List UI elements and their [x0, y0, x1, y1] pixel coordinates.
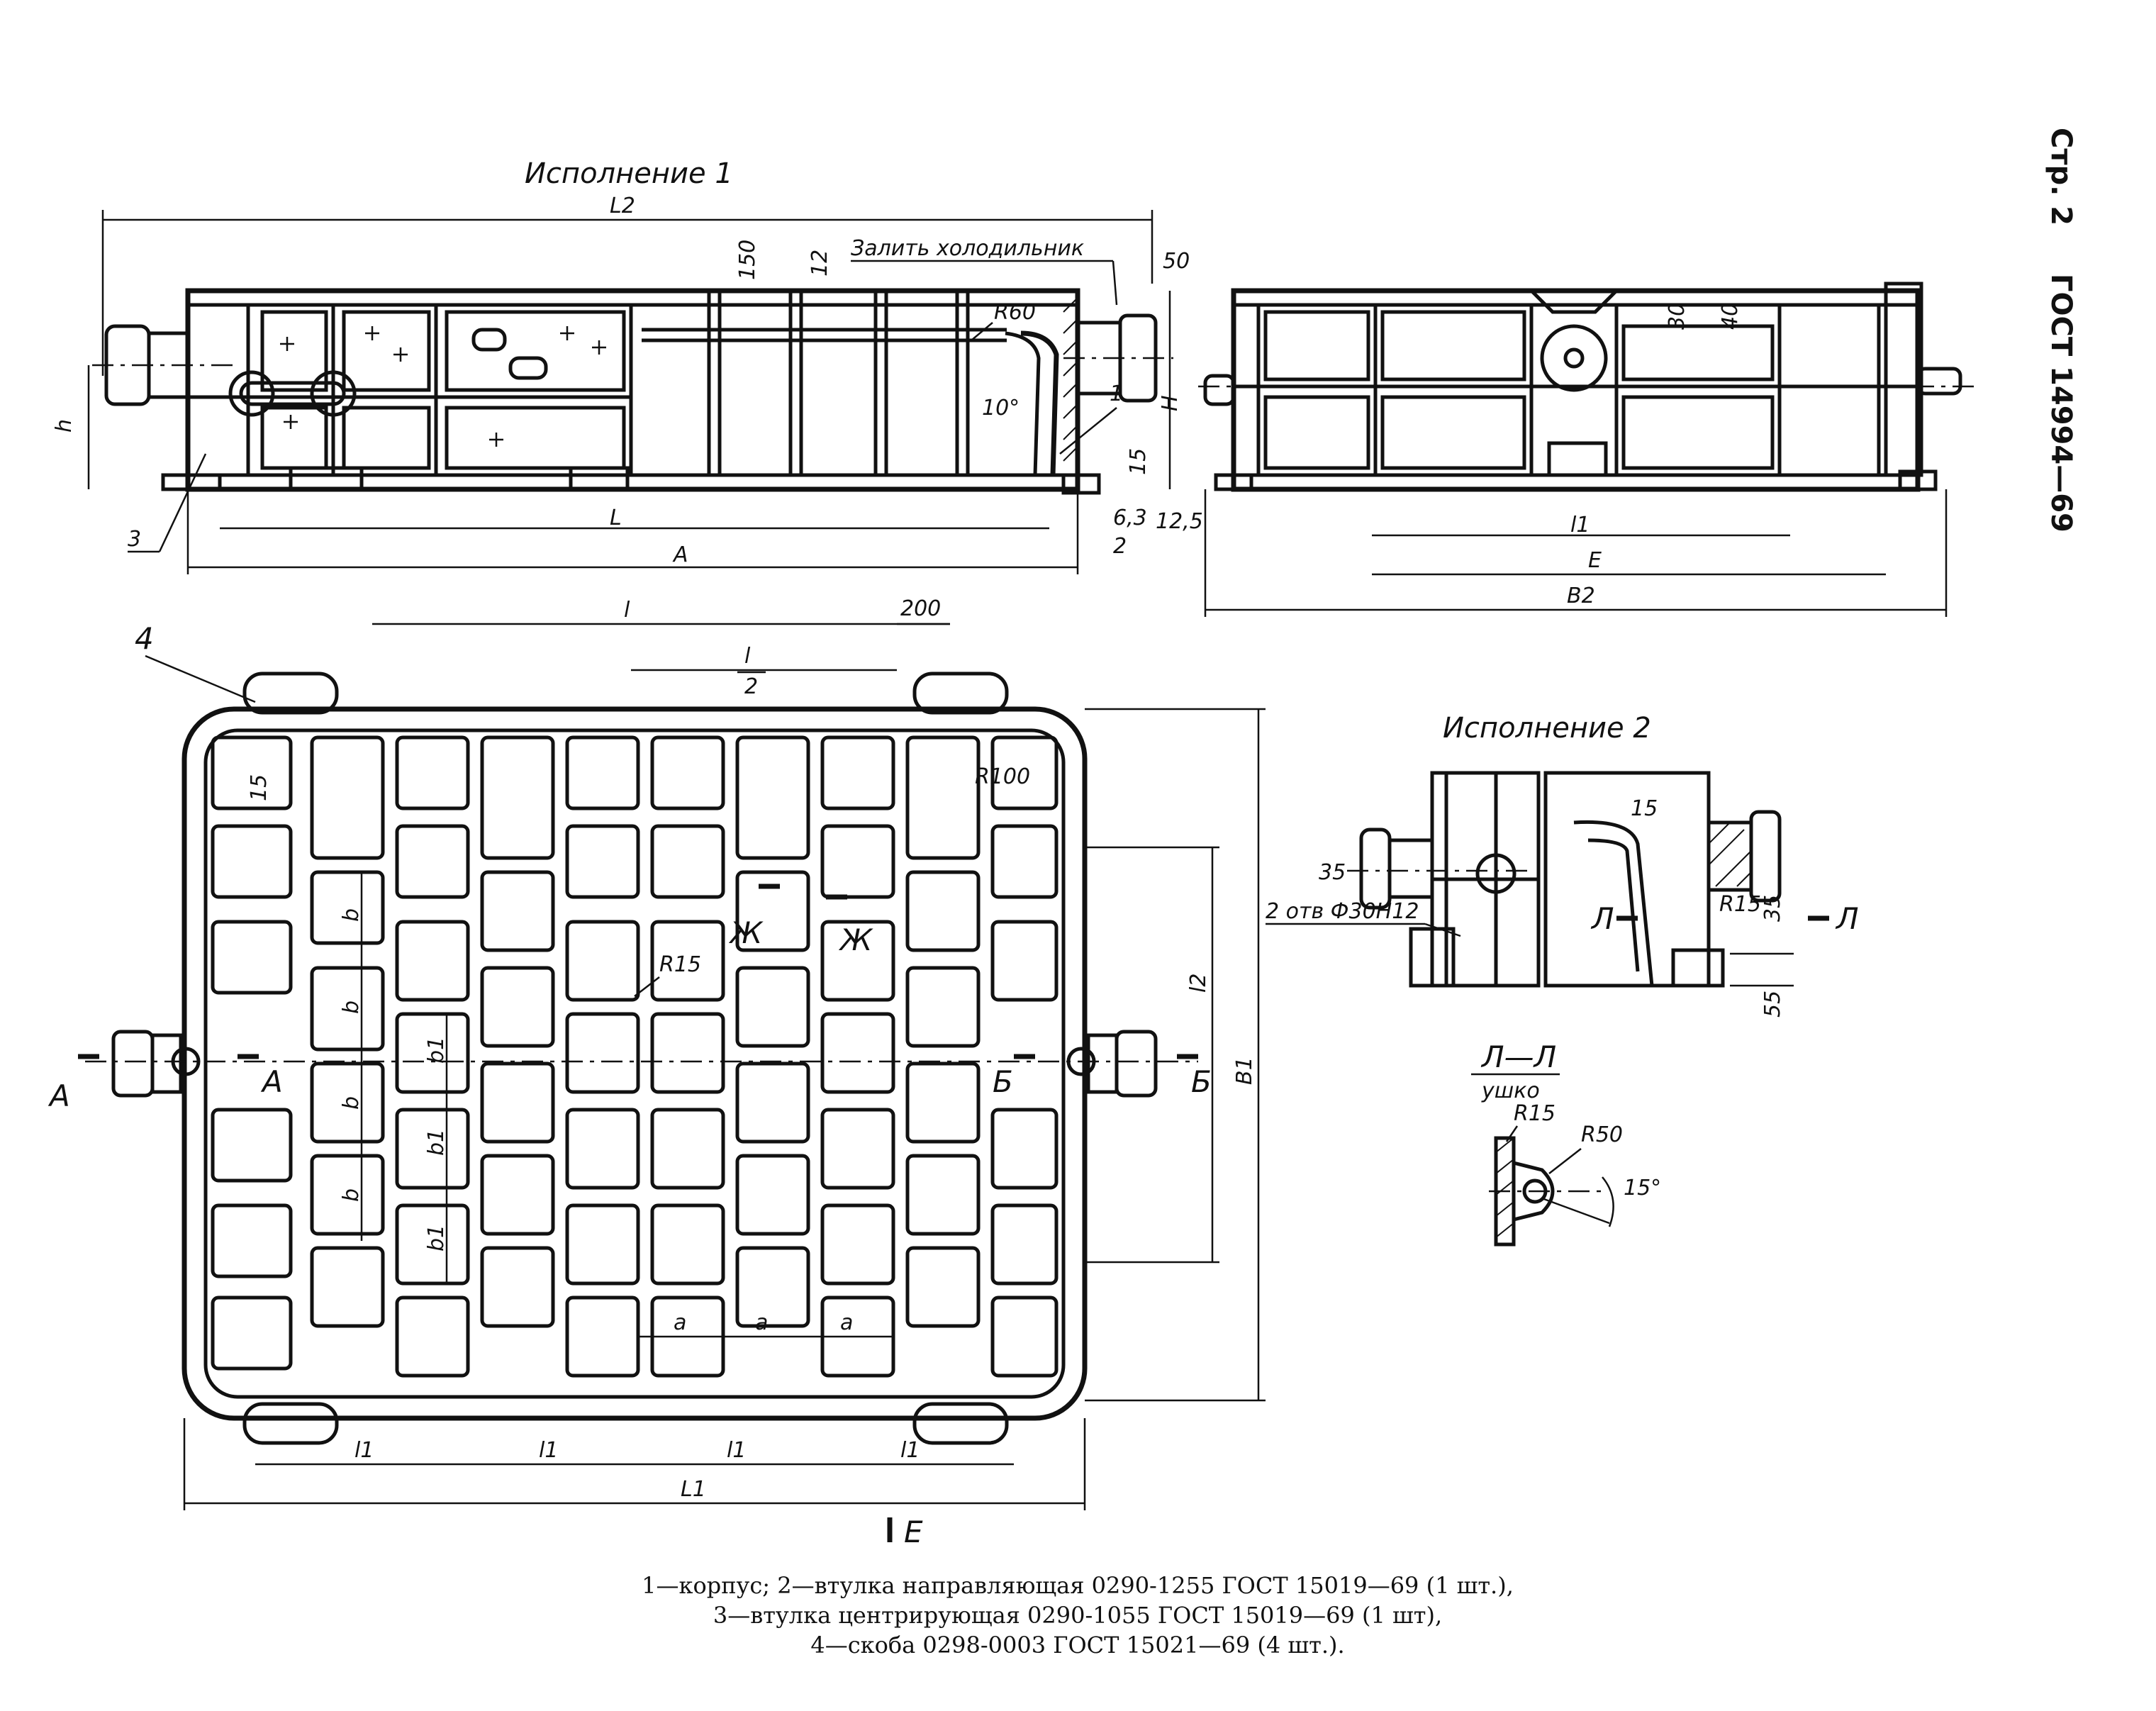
- dim-55-v2: 55: [1760, 991, 1785, 1018]
- section-mark-Zh-right: Ж: [838, 923, 873, 957]
- dim-12: 12: [808, 250, 832, 277]
- dim-15-v2: 15: [1631, 796, 1658, 821]
- dim-b1-1: b1: [424, 1037, 449, 1064]
- standard-number: ГОСТ 14994—69: [2045, 274, 2077, 533]
- dim-R15-eye: R15: [1514, 1101, 1555, 1126]
- dim-15: 15: [1126, 448, 1151, 475]
- dim-L2: L2: [610, 194, 635, 218]
- dim-50: 50: [1163, 249, 1190, 274]
- dim-b-1: b: [339, 908, 364, 922]
- section-subtitle: ушко: [1481, 1079, 1540, 1103]
- dim-B2: B2: [1567, 584, 1595, 608]
- callout-2: 2: [1113, 534, 1127, 559]
- dim-b-3: b: [339, 1096, 364, 1110]
- dim-angle-10: 10°: [982, 396, 1020, 420]
- dim-b1-2: b1: [424, 1129, 449, 1156]
- dim-E: E: [1588, 548, 1602, 573]
- dim-12-5: 12,5: [1156, 509, 1203, 534]
- dim-h: h: [52, 419, 77, 433]
- dim-R50-eye: R50: [1581, 1122, 1623, 1147]
- dim-l1-bottom-group: l1 l1 l1 l1: [255, 1438, 1014, 1466]
- dim-b1-group: b1 b1 b1: [424, 1014, 449, 1283]
- variant2-detail: Исполнение 2 15 35 2 отв Ф30Н12 R15 35: [1266, 712, 1859, 1018]
- section-L-L: Л—Л ушко R15 R50 15°: [1471, 1040, 1661, 1247]
- dim-a-1: a: [674, 1310, 686, 1335]
- dim-15-plan: 15: [247, 774, 272, 801]
- callout-3: 3: [128, 527, 141, 552]
- dim-40: 40: [1718, 303, 1743, 330]
- callout-1: 1: [1110, 381, 1123, 406]
- section-mark-Zh-left: Ж: [728, 915, 764, 950]
- dim-A: A: [672, 542, 688, 567]
- dim-l1-1: l1: [354, 1438, 374, 1463]
- plan-grid: [211, 735, 1059, 1378]
- front-view-variant1: Исполнение 1 L2: [52, 157, 1203, 574]
- dim-35-v2b: 35: [1760, 895, 1785, 922]
- legend-line-1: 1—корпус; 2—втулка направляющая 0290-125…: [642, 1572, 1514, 1599]
- dim-a-group: a a a: [638, 1310, 893, 1338]
- dim-a-2: a: [755, 1310, 768, 1335]
- dim-150: 150: [735, 240, 760, 280]
- dim-l1-side: l1: [1570, 513, 1590, 537]
- dim-l1-4: l1: [900, 1438, 920, 1463]
- dim-200: 200: [900, 596, 941, 621]
- dim-l-half-num: l: [744, 644, 751, 669]
- dim-l2: l2: [1186, 974, 1211, 993]
- section-mark-B-right: Б: [1191, 1064, 1212, 1099]
- legend-line-3: 4—скоба 0298-0003 ГОСТ 15021—69 (4 шт.).: [810, 1632, 1345, 1659]
- dim-l1-3: l1: [727, 1438, 746, 1463]
- variant2-title: Исполнение 2: [1443, 712, 1651, 745]
- dim-R15-plan: R15: [659, 952, 701, 977]
- dim-R15-v2: R15: [1719, 892, 1761, 917]
- legend-line-2: 3—втулка центрирующая 0290-1055 ГОСТ 150…: [713, 1602, 1443, 1629]
- plan-view: l 200 l 2 4: [48, 596, 1266, 1549]
- section-title: Л—Л: [1480, 1040, 1556, 1074]
- page-label: Стр. 2: [2045, 128, 2077, 226]
- side-view: 30 40 l1 E B2: [1198, 282, 1978, 617]
- callout-holes: 2 отв Ф30Н12: [1266, 899, 1419, 924]
- section-mark-A-left: А: [48, 1079, 70, 1113]
- dim-6-3: 6,3: [1113, 506, 1147, 530]
- dim-b1-3: b1: [424, 1225, 449, 1252]
- dim-L1: L1: [681, 1477, 706, 1502]
- pour-note: Залить холодильник: [851, 236, 1084, 261]
- dim-b-4: b: [339, 1188, 364, 1202]
- section-mark-B-inner: Б: [993, 1064, 1013, 1099]
- dim-a-3: a: [840, 1310, 853, 1335]
- dim-angle-15: 15°: [1624, 1176, 1661, 1200]
- variant1-title: Исполнение 1: [525, 157, 733, 190]
- dim-l-top: l: [624, 598, 630, 623]
- section-mark-L-outer: Л: [1835, 901, 1859, 936]
- section-mark-E: Е: [904, 1515, 923, 1549]
- section-mark-A-inner: А: [260, 1064, 283, 1099]
- dim-R100: R100: [975, 764, 1030, 789]
- dim-B1: B1: [1232, 1057, 1257, 1085]
- callout-4: 4: [135, 621, 154, 656]
- dim-b-2: b: [339, 1001, 364, 1014]
- page-header: Стр. 2 ГОСТ 14994—69: [1992, 128, 2077, 533]
- dim-30: 30: [1665, 303, 1689, 330]
- dim-L: L: [610, 506, 622, 530]
- dim-b-group: b b b b: [339, 872, 364, 1241]
- parts-legend: 1—корпус; 2—втулка направляющая 0290-125…: [496, 1571, 1659, 1660]
- section-mark-L-inner: Л: [1590, 901, 1614, 936]
- dim-R60: R60: [994, 300, 1036, 325]
- dim-l-half-den: 2: [744, 674, 758, 699]
- dim-l1-2: l1: [539, 1438, 558, 1463]
- dim-35-v2: 35: [1319, 860, 1346, 885]
